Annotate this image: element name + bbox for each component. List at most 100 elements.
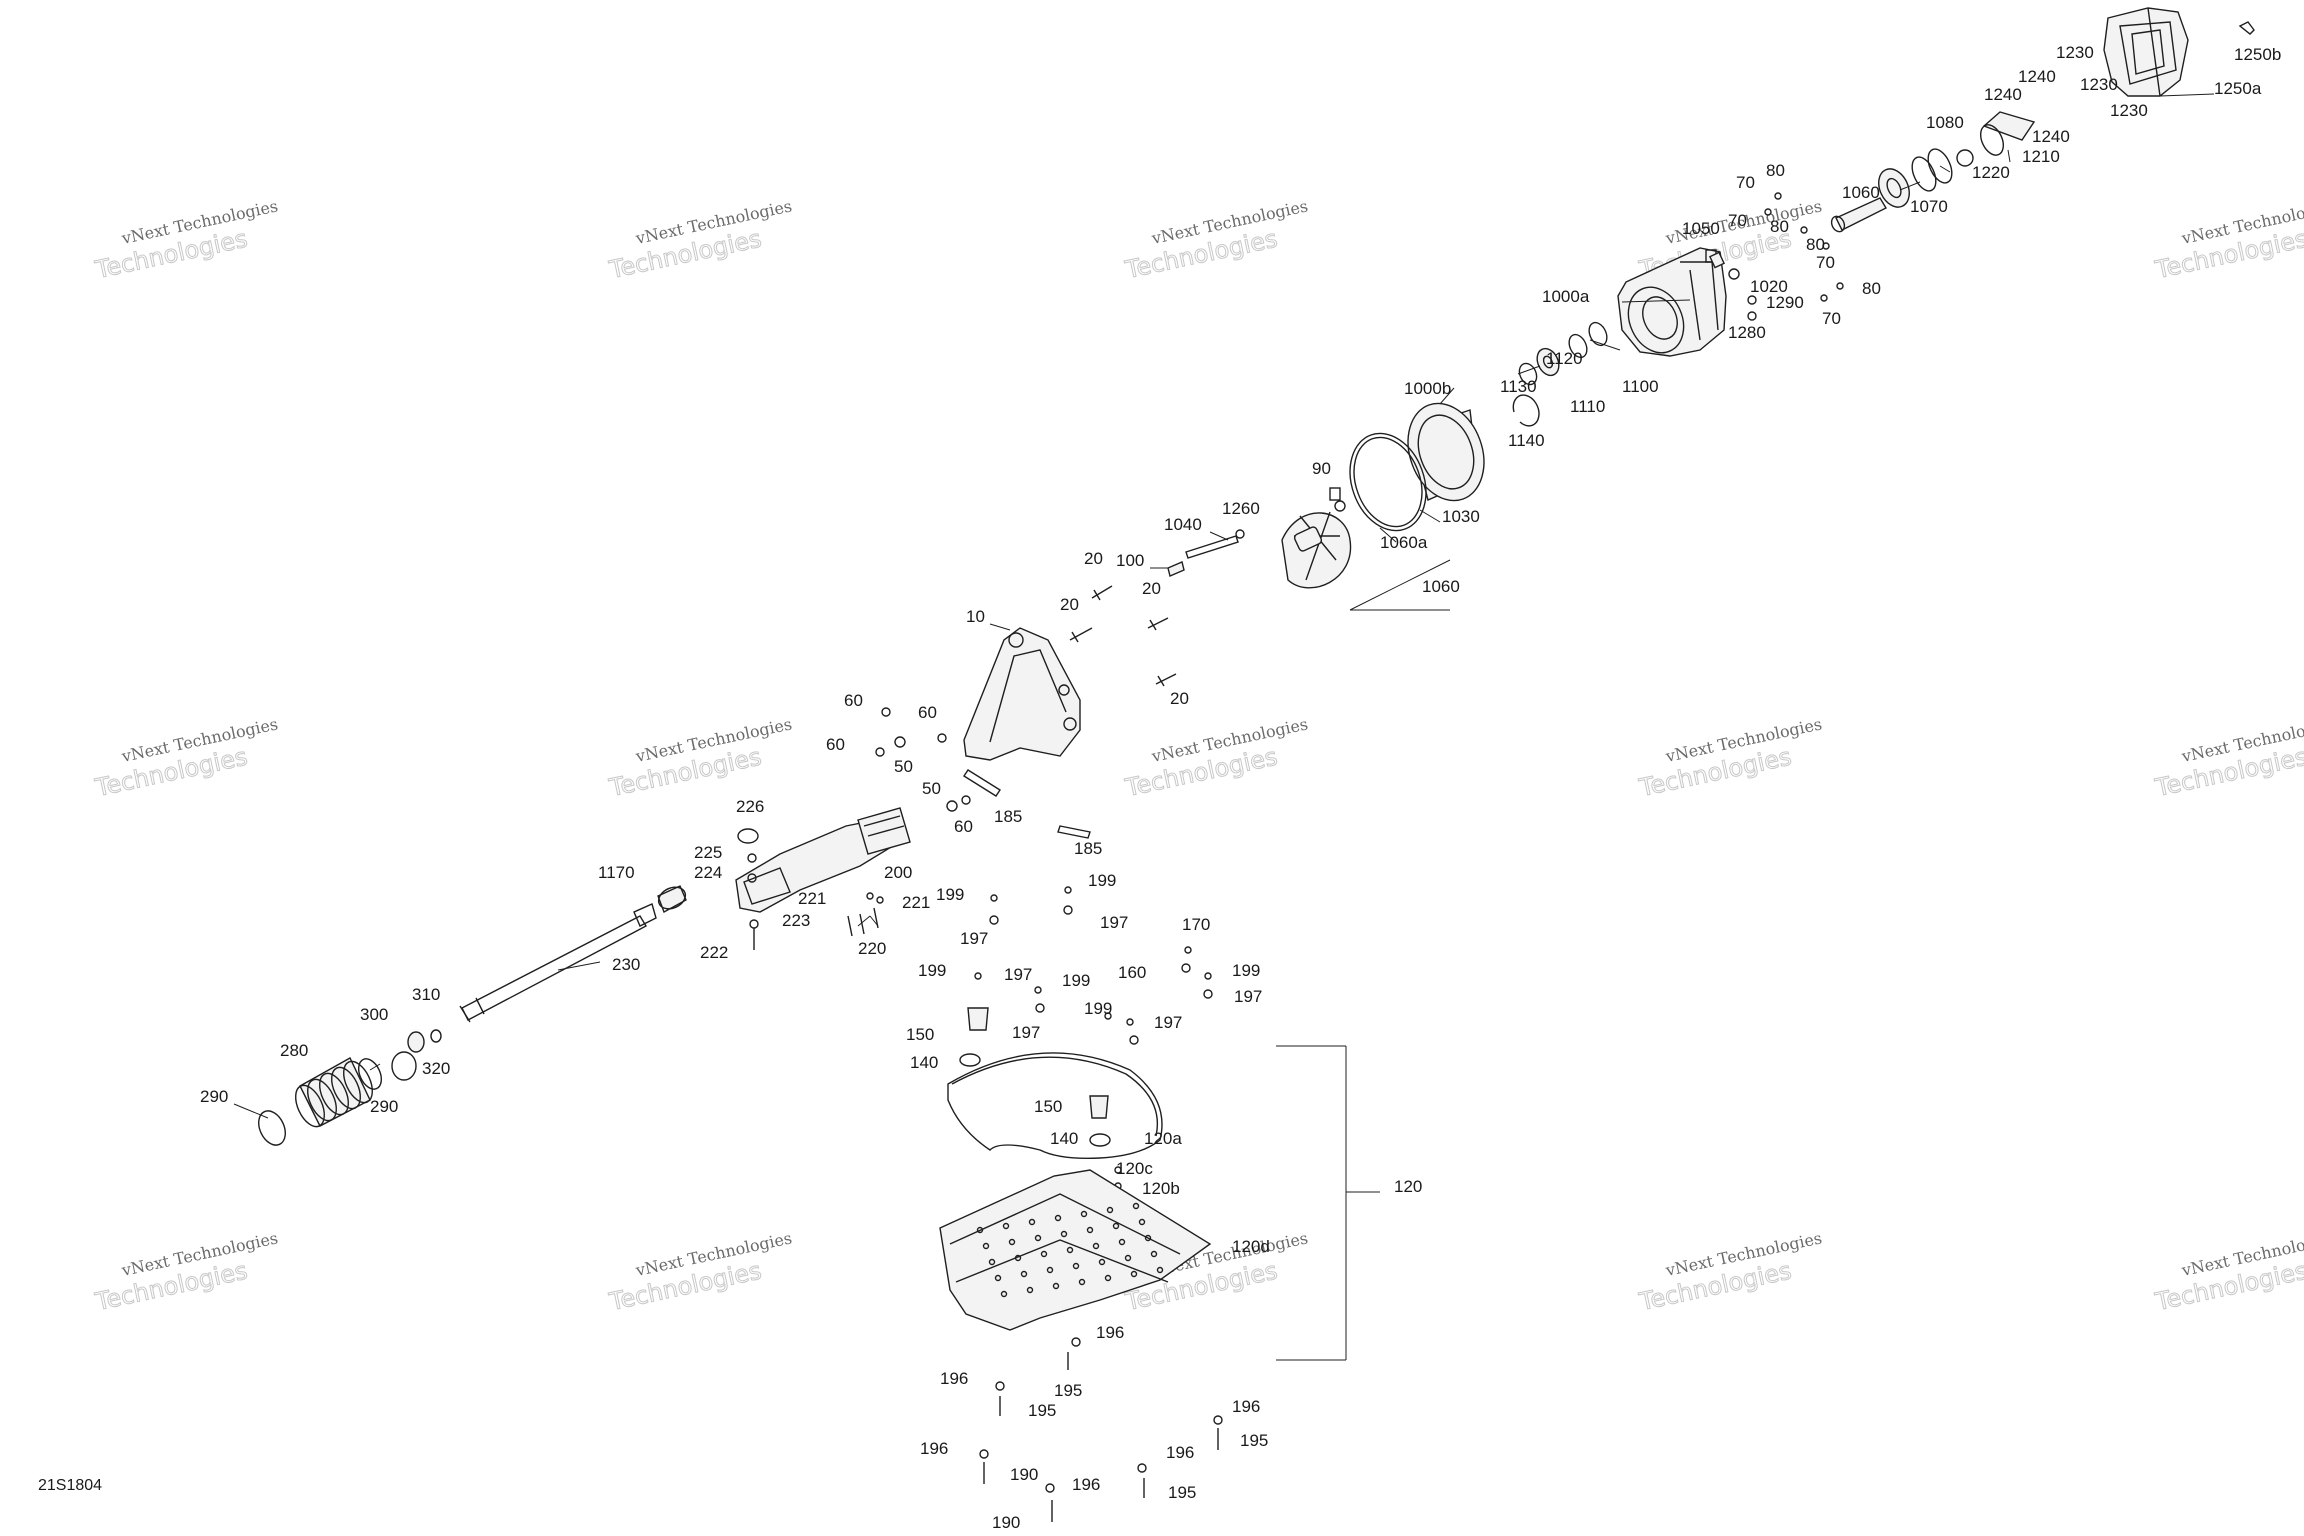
callout-1230: 1230 [2110,101,2148,120]
plate-hole [1086,1226,1094,1234]
callout-160: 160 [1118,963,1146,982]
bellow-280-drawing [258,1057,383,1146]
plate-hole [1002,1222,1010,1230]
shaft-1060-top-drawing [1830,197,1887,233]
callout-290: 290 [200,1087,228,1106]
callout-170: 170 [1182,915,1210,934]
callout-60: 60 [844,691,863,710]
callout-223: 223 [782,911,810,930]
callout-199: 199 [1232,961,1260,980]
callout-196: 196 [920,1439,948,1458]
callout-1020: 1020 [1750,277,1788,296]
callout-221: 221 [902,893,930,912]
callout-196: 196 [940,1369,968,1388]
callout-1130: 1130 [1500,377,1537,396]
plate-hole [1046,1266,1054,1274]
plate-hole [976,1226,984,1234]
callout-1260: 1260 [1222,499,1260,518]
leader-lines [233,93,2215,1361]
callout-199: 199 [1062,971,1090,990]
callout-197: 197 [1004,965,1032,984]
plate-hole [1078,1278,1086,1286]
plate-hole [1118,1238,1126,1246]
impeller-1060-drawing [1281,487,1352,589]
bolts-20-drawing [1069,585,1177,687]
callout-120c: 120c [1116,1159,1153,1178]
callout-20: 20 [1170,689,1189,708]
plate-hole [1132,1202,1140,1210]
callout-10: 10 [966,607,985,626]
callout-195: 195 [1168,1483,1196,1502]
callout-1230: 1230 [2056,43,2094,62]
callout-50: 50 [922,779,941,798]
callout-1280: 1280 [1728,323,1766,342]
plate-hole [1008,1238,1016,1246]
plate-hole [994,1274,1002,1282]
callout-224: 224 [694,863,722,882]
callout-300: 300 [360,1005,388,1024]
callout-80: 80 [1766,161,1785,180]
callout-120d: 120d [1232,1237,1270,1256]
callout-50: 50 [894,757,913,776]
callout-1220: 1220 [1972,163,2010,182]
callout-1240: 1240 [2018,67,2056,86]
pump-housing-1000a-drawing [1617,247,1727,357]
callout-1240: 1240 [2032,127,2070,146]
callout-1060: 1060 [1422,577,1460,596]
callout-20: 20 [1084,549,1103,568]
callout-197: 197 [1100,913,1128,932]
plate-hole [1138,1218,1146,1226]
callout-196: 196 [1166,1443,1194,1462]
plate-hole [1098,1258,1106,1266]
hardware-1040-drawing [1167,529,1245,577]
plate-hole [988,1258,996,1266]
callout-70: 70 [1816,253,1835,272]
callout-199: 199 [936,885,964,904]
callout-1230: 1230 [2080,75,2118,94]
callout-220: 220 [858,939,886,958]
plate-hole [982,1242,990,1250]
drive-shaft-230-drawing [459,903,657,1023]
callout-20: 20 [1060,595,1079,614]
hardware-197-199-drawing [974,886,1213,1045]
plate-hole [1014,1254,1022,1262]
plate-hole [1060,1230,1068,1238]
gasket-120a-drawing [947,1052,1163,1160]
callout-196: 196 [1232,1397,1260,1416]
callout-80: 80 [1806,235,1825,254]
callout-197: 197 [960,929,988,948]
callout-70: 70 [1728,211,1747,230]
callout-1120: 1120 [1546,349,1583,368]
callout-197: 197 [1012,1023,1040,1042]
callout-225: 225 [694,843,722,862]
callout-199: 199 [1084,999,1112,1018]
callout-195: 195 [1028,1401,1056,1420]
callout-20: 20 [1142,579,1161,598]
plate-hole [1026,1286,1034,1294]
callout-1080: 1080 [1926,113,1964,132]
callout-196: 196 [1072,1475,1100,1494]
rings-1220-drawing [1878,148,1953,208]
callout-320: 320 [422,1059,450,1078]
callout-140: 140 [910,1053,938,1072]
callout-310: 310 [412,985,440,1004]
callout-222: 222 [700,943,728,962]
callout-1290: 1290 [1766,293,1804,312]
callout-70: 70 [1822,309,1841,328]
plate-hole [1028,1218,1036,1226]
callout-1250b: 1250b [2234,45,2281,64]
coupler-300-drawing [391,1029,442,1081]
support-10-drawing [963,627,1081,761]
plate-hole [1144,1234,1152,1242]
plate-hole [1000,1290,1008,1298]
cone-1210-drawing [1956,111,2036,167]
plate-hole [1130,1270,1138,1278]
